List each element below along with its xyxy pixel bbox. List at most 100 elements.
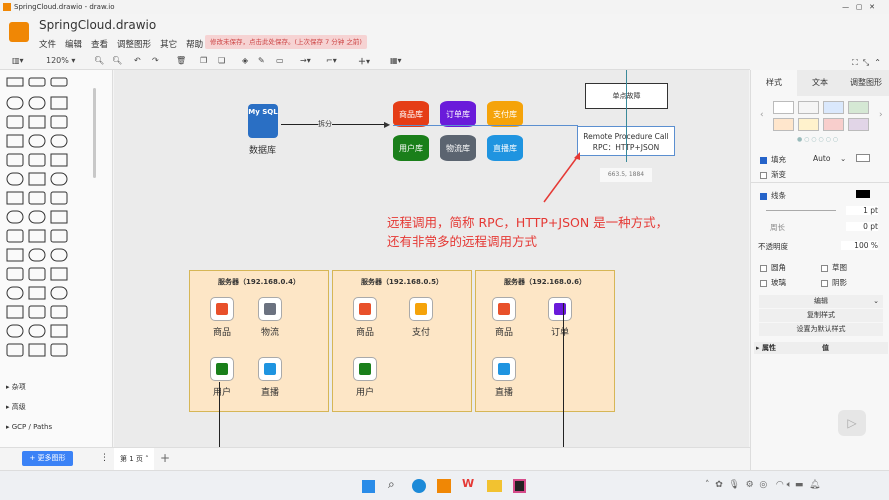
- fullscreen-icons[interactable]: ⛶ ⤡ ⌃: [852, 58, 881, 67]
- database-cylinder[interactable]: 物流库: [440, 135, 476, 161]
- database-cylinder[interactable]: 直播库: [487, 135, 523, 161]
- shape-item[interactable]: [50, 153, 68, 167]
- edge-icon[interactable]: [412, 479, 426, 493]
- wps-icon[interactable]: W: [462, 477, 475, 490]
- shape-item[interactable]: [6, 248, 24, 262]
- swatch-prev-icon[interactable]: ‹: [760, 110, 764, 120]
- menu-item[interactable]: 调整图形: [117, 40, 152, 50]
- swatch-page-dots[interactable]: ● ○ ○ ○ ○ ○: [797, 136, 838, 143]
- style-swatch[interactable]: [773, 118, 794, 131]
- tab-text[interactable]: 文本: [797, 70, 843, 96]
- edit-button[interactable]: 编辑⌄: [759, 295, 883, 308]
- menu-item[interactable]: 编辑: [65, 40, 83, 50]
- shadow-icon[interactable]: ▭: [276, 56, 284, 65]
- sidebar-scrollbar[interactable]: [93, 88, 96, 178]
- copy-style-button[interactable]: 复制样式: [759, 309, 883, 322]
- shape-item[interactable]: [50, 115, 68, 129]
- document-title[interactable]: SpringCloud.drawio: [39, 18, 157, 32]
- to-front-icon[interactable]: ❐: [200, 56, 208, 65]
- shape-item[interactable]: [6, 77, 24, 87]
- shape-item[interactable]: [50, 343, 68, 357]
- sidebar-section[interactable]: ▸ 高级: [6, 403, 26, 411]
- shape-item[interactable]: [28, 153, 46, 167]
- fill-color-icon[interactable]: ◈: [242, 56, 249, 65]
- shape-item[interactable]: [6, 96, 24, 110]
- style-swatch[interactable]: [798, 101, 819, 114]
- shape-item[interactable]: [28, 286, 46, 300]
- search-icon[interactable]: ⌕: [388, 477, 395, 491]
- shape-item[interactable]: [50, 305, 68, 319]
- shape-item[interactable]: [6, 210, 24, 224]
- shape-item[interactable]: [6, 134, 24, 148]
- menu-item[interactable]: 文件: [39, 40, 57, 50]
- style-swatch[interactable]: [773, 101, 794, 114]
- server-box[interactable]: 服务器（192.168.0.6）商品订单直播: [475, 270, 615, 412]
- perimeter-input[interactable]: 0 pt: [846, 222, 878, 231]
- database-cylinder[interactable]: 用户库: [393, 135, 429, 161]
- shape-item[interactable]: [50, 267, 68, 281]
- menu-item[interactable]: 查看: [91, 40, 109, 50]
- shape-item[interactable]: [6, 229, 24, 243]
- service-node[interactable]: 物流: [250, 297, 290, 338]
- insert-icon[interactable]: ＋▾: [358, 57, 371, 66]
- page-tab[interactable]: 第 1 页 ˄: [114, 448, 154, 471]
- line-width-input[interactable]: 1 pt: [846, 206, 878, 215]
- shape-item[interactable]: [6, 172, 24, 186]
- menu-item[interactable]: 帮助: [186, 40, 204, 50]
- database-cylinder[interactable]: 商品库: [393, 101, 429, 127]
- fill-color-swatch[interactable]: [856, 154, 870, 162]
- database-cylinder[interactable]: 支付库: [487, 101, 523, 127]
- rounded-checkbox[interactable]: 圆角: [760, 262, 786, 273]
- shape-item[interactable]: [28, 191, 46, 205]
- service-node[interactable]: 直播: [250, 357, 290, 398]
- play-overlay-icon[interactable]: ▷: [838, 410, 866, 436]
- undo-icon[interactable]: ↶: [134, 56, 141, 65]
- service-node[interactable]: 用户: [345, 357, 385, 398]
- service-node[interactable]: 支付: [401, 297, 441, 338]
- file-explorer-icon[interactable]: [487, 480, 502, 492]
- format-panel-toggle-icon[interactable]: ▥▾: [12, 56, 24, 65]
- properties-header[interactable]: ▸ 属性值: [754, 342, 888, 354]
- shape-item[interactable]: [6, 153, 24, 167]
- service-node[interactable]: 用户: [202, 357, 242, 398]
- shape-item[interactable]: [6, 267, 24, 281]
- shape-item[interactable]: [6, 115, 24, 129]
- service-node[interactable]: 订单: [540, 297, 580, 338]
- windows-start-icon[interactable]: [362, 480, 375, 493]
- intellij-icon[interactable]: [513, 479, 526, 493]
- shape-item[interactable]: [50, 210, 68, 224]
- system-tray-icons[interactable]: ˄ ✿ 🎙︎ ⚙ ◎ ◠ 🔈︎ ▬ 🔔︎: [705, 480, 821, 490]
- shape-item[interactable]: [28, 172, 46, 186]
- tab-style[interactable]: 样式: [751, 70, 797, 96]
- shape-item[interactable]: [50, 77, 68, 87]
- shape-item[interactable]: [6, 343, 24, 357]
- shape-item[interactable]: [50, 248, 68, 262]
- service-node[interactable]: 商品: [345, 297, 385, 338]
- add-page-icon[interactable]: +: [160, 451, 171, 465]
- style-swatch[interactable]: [798, 118, 819, 131]
- style-swatch[interactable]: [823, 118, 844, 131]
- drawio-taskbar-icon[interactable]: [437, 479, 451, 493]
- shape-item[interactable]: [28, 210, 46, 224]
- shape-item[interactable]: [28, 77, 46, 87]
- server-box[interactable]: 服务器（192.168.0.5）商品支付用户: [332, 270, 472, 412]
- shape-item[interactable]: [28, 229, 46, 243]
- shape-item[interactable]: [50, 191, 68, 205]
- shape-item[interactable]: [50, 134, 68, 148]
- shape-item[interactable]: [28, 96, 46, 110]
- shape-item[interactable]: [50, 172, 68, 186]
- service-node[interactable]: 商品: [202, 297, 242, 338]
- database-cylinder[interactable]: 订单库: [440, 101, 476, 127]
- shape-item[interactable]: [6, 286, 24, 300]
- zoom-out-icon[interactable]: 🔍︎: [112, 56, 123, 65]
- shape-item[interactable]: [50, 96, 68, 110]
- shadow-checkbox[interactable]: 阴影: [821, 277, 847, 288]
- shape-item[interactable]: [6, 305, 24, 319]
- delete-icon[interactable]: 🗑︎: [176, 56, 187, 65]
- window-controls[interactable]: — ▢ ✕: [842, 3, 875, 11]
- sketch-checkbox[interactable]: 草图: [821, 262, 847, 273]
- glass-checkbox[interactable]: 玻璃: [760, 277, 786, 288]
- shape-library-grid[interactable]: [4, 76, 84, 366]
- waypoints-icon[interactable]: ⌐▾: [326, 56, 337, 65]
- shape-item[interactable]: [50, 229, 68, 243]
